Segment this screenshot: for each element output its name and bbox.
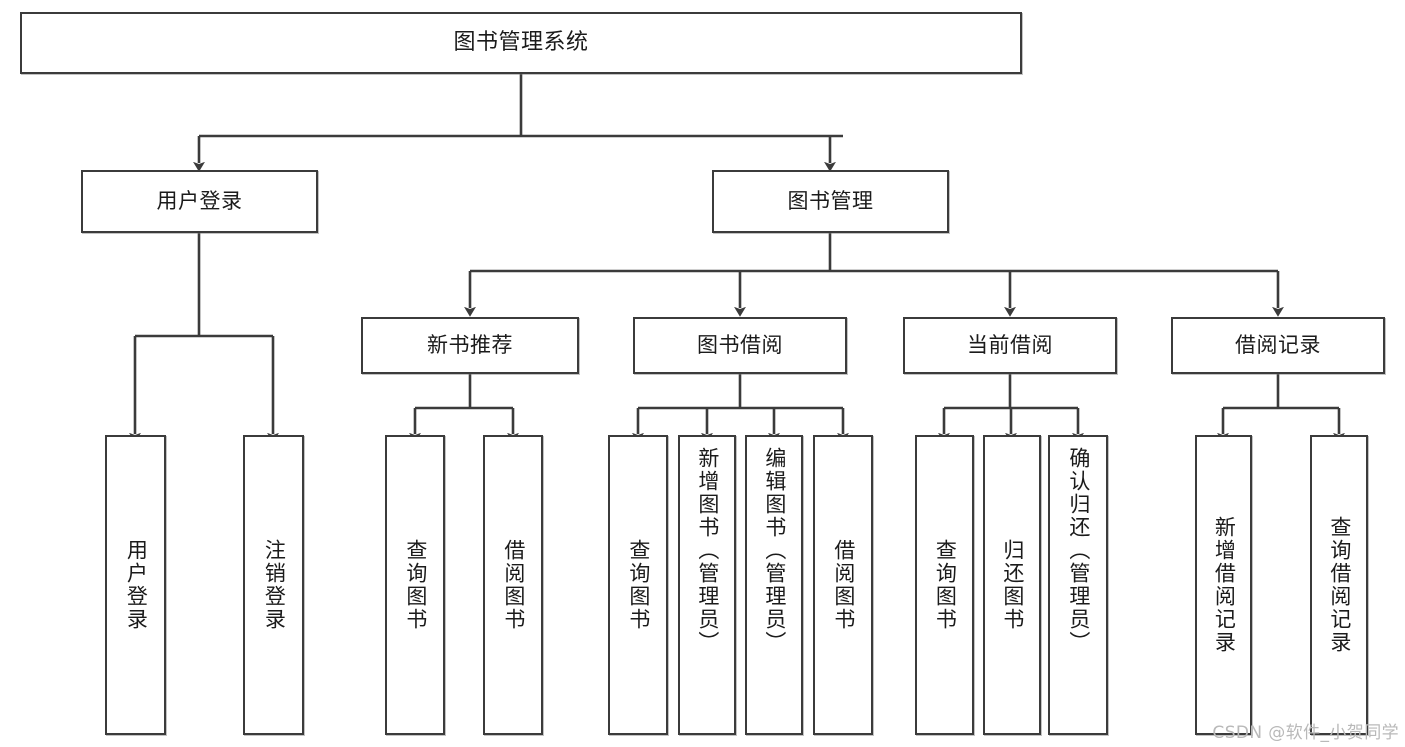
leaf-current-return-book[interactable]: 归还图书 [983, 435, 1041, 735]
node-borrow-records[interactable]: 借阅记录 [1171, 317, 1385, 374]
leaf-current-query-book[interactable]: 查询图书 [915, 435, 974, 735]
leaf-borrow-query-book[interactable]: 查询图书 [608, 435, 668, 735]
node-label: 用户登录 [124, 539, 149, 631]
watermark-text: CSDN @软件_小贺同学 [1212, 723, 1399, 743]
node-label: 借阅图书 [831, 539, 856, 631]
leaf-user-login-logout[interactable]: 注销登录 [243, 435, 304, 735]
node-label: 确认归还（管理员） [1066, 447, 1091, 654]
leaf-current-confirm-return-admin[interactable]: 确认归还（管理员） [1048, 435, 1108, 735]
node-label: 新增借阅记录 [1212, 516, 1237, 654]
node-book-management[interactable]: 图书管理 [712, 170, 949, 233]
node-book-borrow[interactable]: 图书借阅 [633, 317, 847, 374]
leaf-user-login-login[interactable]: 用户登录 [105, 435, 166, 735]
node-label: 归还图书 [1000, 539, 1025, 631]
leaf-borrow-borrow-book[interactable]: 借阅图书 [813, 435, 873, 735]
node-current-borrow[interactable]: 当前借阅 [903, 317, 1117, 374]
node-user-login[interactable]: 用户登录 [81, 170, 318, 233]
node-label: 图书管理系统 [453, 30, 589, 56]
leaf-new-book-borrow[interactable]: 借阅图书 [483, 435, 543, 735]
node-label: 查询图书 [626, 539, 651, 631]
leaf-records-query-record[interactable]: 查询借阅记录 [1310, 435, 1368, 735]
node-label: 新增图书（管理员） [695, 447, 720, 654]
node-label: 借阅图书 [501, 539, 526, 631]
leaf-borrow-edit-book-admin[interactable]: 编辑图书（管理员） [745, 435, 803, 735]
node-root-system[interactable]: 图书管理系统 [20, 12, 1022, 74]
node-label: 查询借阅记录 [1327, 516, 1352, 654]
leaf-borrow-add-book-admin[interactable]: 新增图书（管理员） [678, 435, 736, 735]
leaf-records-add-record[interactable]: 新增借阅记录 [1195, 435, 1252, 735]
node-label: 新书推荐 [427, 333, 513, 358]
node-label: 用户登录 [156, 189, 243, 214]
node-label: 图书管理 [787, 189, 874, 214]
node-label: 查询图书 [403, 539, 428, 631]
leaf-new-book-query[interactable]: 查询图书 [385, 435, 445, 735]
node-label: 借阅记录 [1235, 333, 1321, 358]
node-label: 编辑图书（管理员） [762, 447, 787, 654]
node-new-book-recommend[interactable]: 新书推荐 [361, 317, 579, 374]
node-label: 查询图书 [933, 539, 958, 631]
node-label: 当前借阅 [967, 333, 1053, 358]
node-label: 注销登录 [262, 539, 287, 631]
node-label: 图书借阅 [697, 333, 783, 358]
